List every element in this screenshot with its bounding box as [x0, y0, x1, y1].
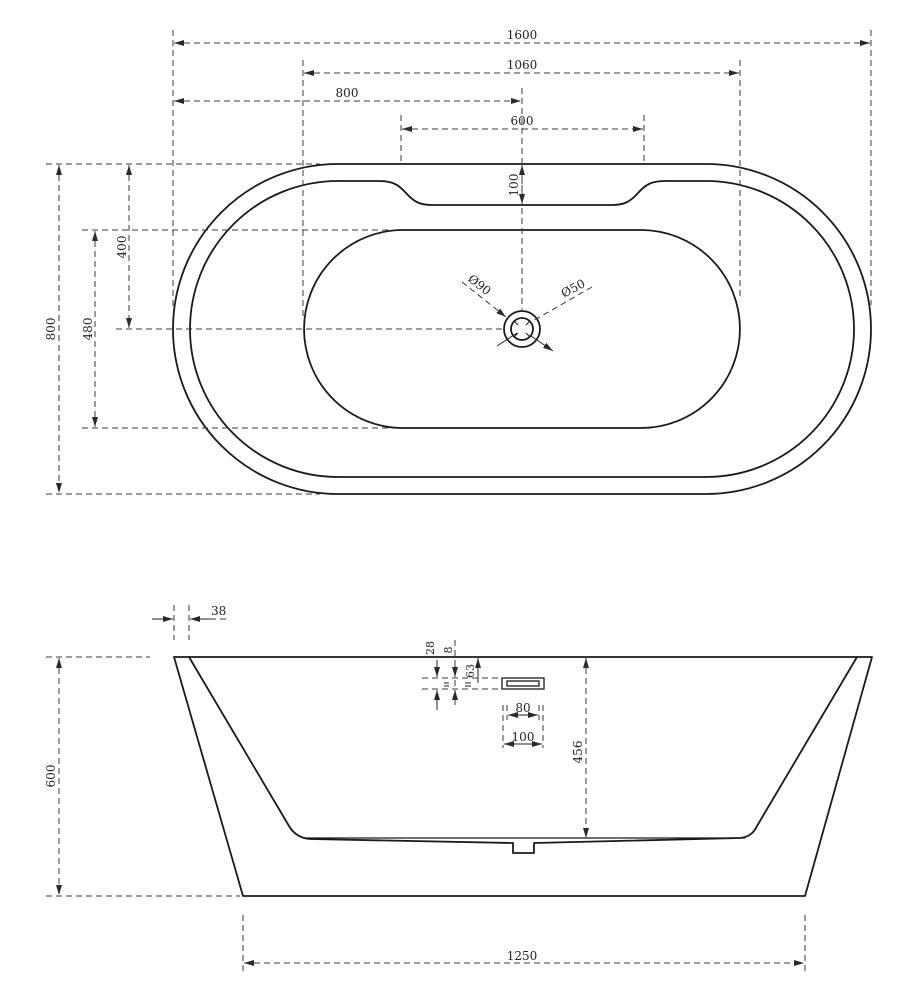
dim-base-length: 1250: [507, 949, 538, 963]
top-view: 1600 1060 800 600 800 480 400 100 Ø90 Ø5…: [44, 28, 872, 495]
basin-outline: [303, 229, 741, 429]
dim-overall-length: 1600: [507, 28, 538, 42]
outer-shell-outline: [173, 656, 873, 897]
dim-center-to-edge: 400: [115, 236, 129, 259]
dim-basin-width: 480: [81, 318, 95, 341]
dim-recess-width: 600: [511, 114, 534, 128]
dim-overall-height: 600: [44, 765, 58, 788]
dim-basin-length: 1060: [507, 58, 538, 72]
dim-overflow-plate-width: 100: [512, 730, 535, 744]
dim-overflow-slot-width: 80: [515, 701, 530, 715]
dim-overflow-63: 63: [464, 664, 477, 678]
drain-outer-ring: [503, 310, 541, 348]
dim-recess-depth: 100: [507, 174, 521, 197]
dim-overall-width: 800: [44, 318, 58, 341]
drain-cross-ticks: [513, 320, 531, 338]
drain-inner-ring: [510, 317, 534, 341]
dim-drain-outer-diameter: Ø90: [465, 272, 493, 298]
outer-rim-outline: [172, 163, 872, 495]
dim-drain-inner-diameter: Ø50: [559, 276, 588, 300]
dim-inner-depth: 456: [571, 741, 585, 764]
inner-basin-profile: [188, 656, 858, 854]
dim-overflow-28: 28: [424, 641, 437, 655]
dim-overflow-8: 8: [442, 647, 455, 654]
overflow-plate: [501, 677, 545, 690]
dim-rim-thickness: 38: [211, 604, 226, 618]
side-view: 38 600 456 28 8 63 80 100: [44, 604, 873, 975]
overflow-slot: [506, 680, 540, 687]
inner-rim-outline: [189, 180, 855, 478]
dim-center-offset: 800: [336, 86, 359, 100]
